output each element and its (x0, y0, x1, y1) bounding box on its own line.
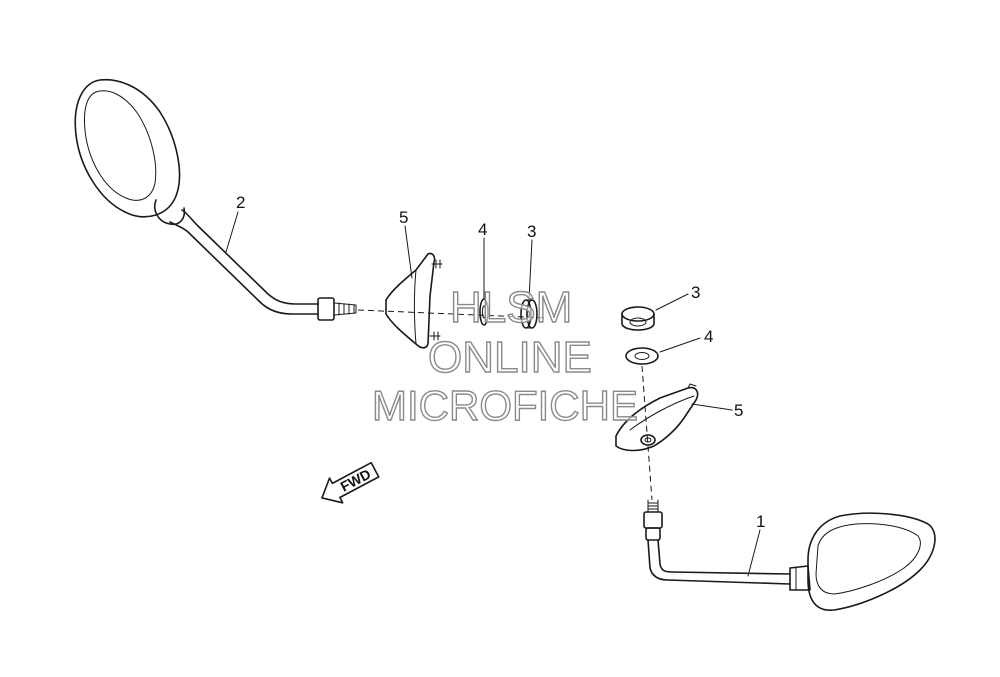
left-washer-outer (479, 298, 489, 326)
callout-3-right: 3 (691, 283, 700, 302)
watermark-line3: MICROFICHE (372, 382, 638, 429)
left-mirror-collar (154, 199, 186, 226)
fwd-arrow: FWD (321, 461, 380, 504)
callout-2: 2 (236, 193, 245, 212)
callout-5-left: 5 (399, 208, 408, 227)
leader-p3-left (528, 239, 533, 301)
left-mirror-nut (317, 297, 335, 321)
left-cover-stud-top (431, 259, 443, 269)
callout-5-right: 5 (734, 401, 743, 420)
left-mirror-stem (169, 221, 319, 315)
watermark-line2: ONLINE (428, 333, 592, 382)
left-cover-stud-bottom (429, 331, 441, 341)
callout-4-left: 4 (478, 220, 487, 239)
left-mirror[interactable] (74, 78, 357, 321)
right-mirror-collar (789, 565, 811, 591)
right-mirror-housing (807, 512, 936, 611)
right-nut[interactable] (621, 306, 655, 331)
left-cover-body (385, 252, 436, 349)
right-washer[interactable] (625, 347, 659, 365)
right-cover-boss (640, 434, 656, 446)
right-mirror-stem (647, 539, 791, 585)
left-mirror-housing (74, 78, 181, 218)
right-mirror[interactable] (643, 499, 936, 611)
leader-p3-right (655, 293, 689, 311)
left-cover[interactable] (385, 252, 443, 349)
left-mirror-glass (83, 90, 157, 201)
callout-4-right: 4 (704, 327, 713, 346)
right-mirror-nut (643, 511, 663, 529)
leader-p5-left (404, 225, 413, 279)
right-cover-body (615, 386, 699, 452)
arrow-left-icon (321, 461, 380, 504)
right-mirror-glass (815, 523, 921, 595)
fwd-label: FWD (338, 466, 374, 495)
callout-1: 1 (756, 512, 765, 531)
leader-p5-right (691, 403, 733, 411)
callout-3-left: 3 (527, 222, 536, 241)
leader-p1 (747, 529, 761, 577)
left-nut[interactable] (520, 299, 538, 329)
leader-p2 (225, 211, 239, 253)
leader-p4-right (659, 337, 701, 353)
watermark: HLSM ONLINE MICROFICHE (371, 282, 638, 429)
watermark-line1: HLSM (450, 283, 572, 332)
right-cover[interactable] (615, 383, 699, 452)
left-washer[interactable] (479, 298, 489, 326)
left-assembly-axis (357, 309, 549, 319)
right-assembly-axis (641, 365, 653, 501)
